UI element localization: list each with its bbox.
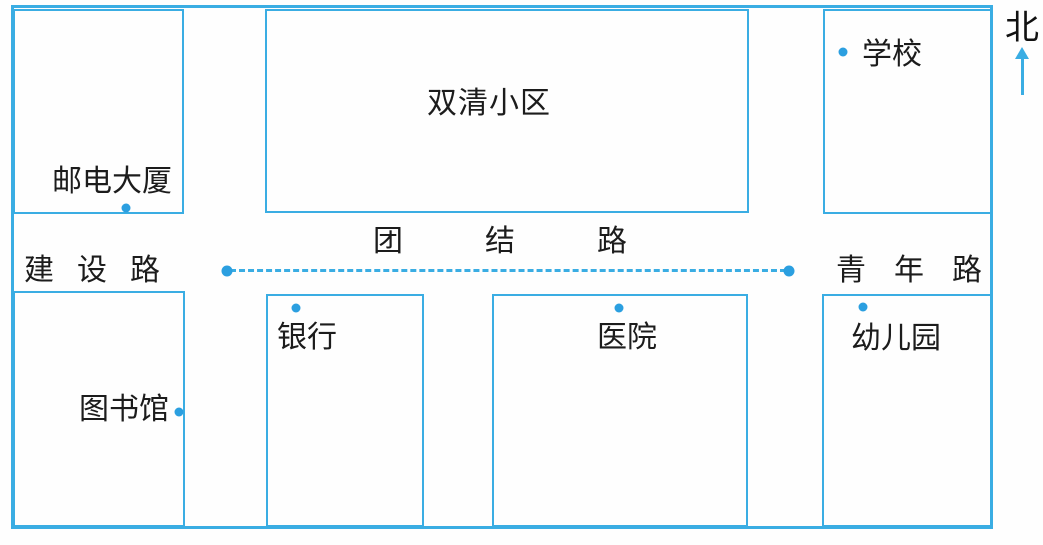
qingnian-road-label: 青年路 — [836, 254, 1010, 287]
tuanjie-road-label: 团结路 — [373, 225, 709, 258]
block-library — [13, 291, 185, 527]
hospital-marker-dot — [614, 303, 624, 313]
route-end-dot — [783, 265, 795, 277]
route-start-dot — [221, 265, 233, 277]
north-label: 北 — [1005, 10, 1039, 47]
hospital-label: 医院 — [597, 321, 657, 354]
bus-route-dashed-line — [230, 269, 786, 272]
block-hospital — [492, 294, 748, 527]
library-label: 图书馆 — [79, 393, 169, 426]
map-border — [11, 5, 993, 529]
postal-building-label: 邮电大厦 — [52, 165, 172, 198]
shuangqing-community-label: 双清小区 — [427, 87, 551, 120]
block-shuangqing-community — [265, 9, 749, 213]
north-arrow-shaft — [1021, 57, 1024, 95]
library-marker-dot — [174, 407, 184, 417]
block-bank — [266, 294, 424, 527]
kindergarten-marker-dot — [858, 302, 868, 312]
bank-label: 银行 — [277, 321, 337, 354]
school-marker-dot — [838, 47, 848, 57]
jianshe-road-label: 建设路 — [24, 254, 183, 287]
block-school — [823, 9, 992, 214]
block-postal-building — [13, 9, 184, 214]
bank-marker-dot — [291, 303, 301, 313]
kindergarten-label: 幼儿园 — [851, 322, 941, 355]
school-label: 学校 — [862, 38, 922, 71]
block-kindergarten — [822, 294, 992, 527]
north-arrow-icon — [1015, 47, 1029, 59]
postal-building-marker-dot — [121, 203, 131, 213]
